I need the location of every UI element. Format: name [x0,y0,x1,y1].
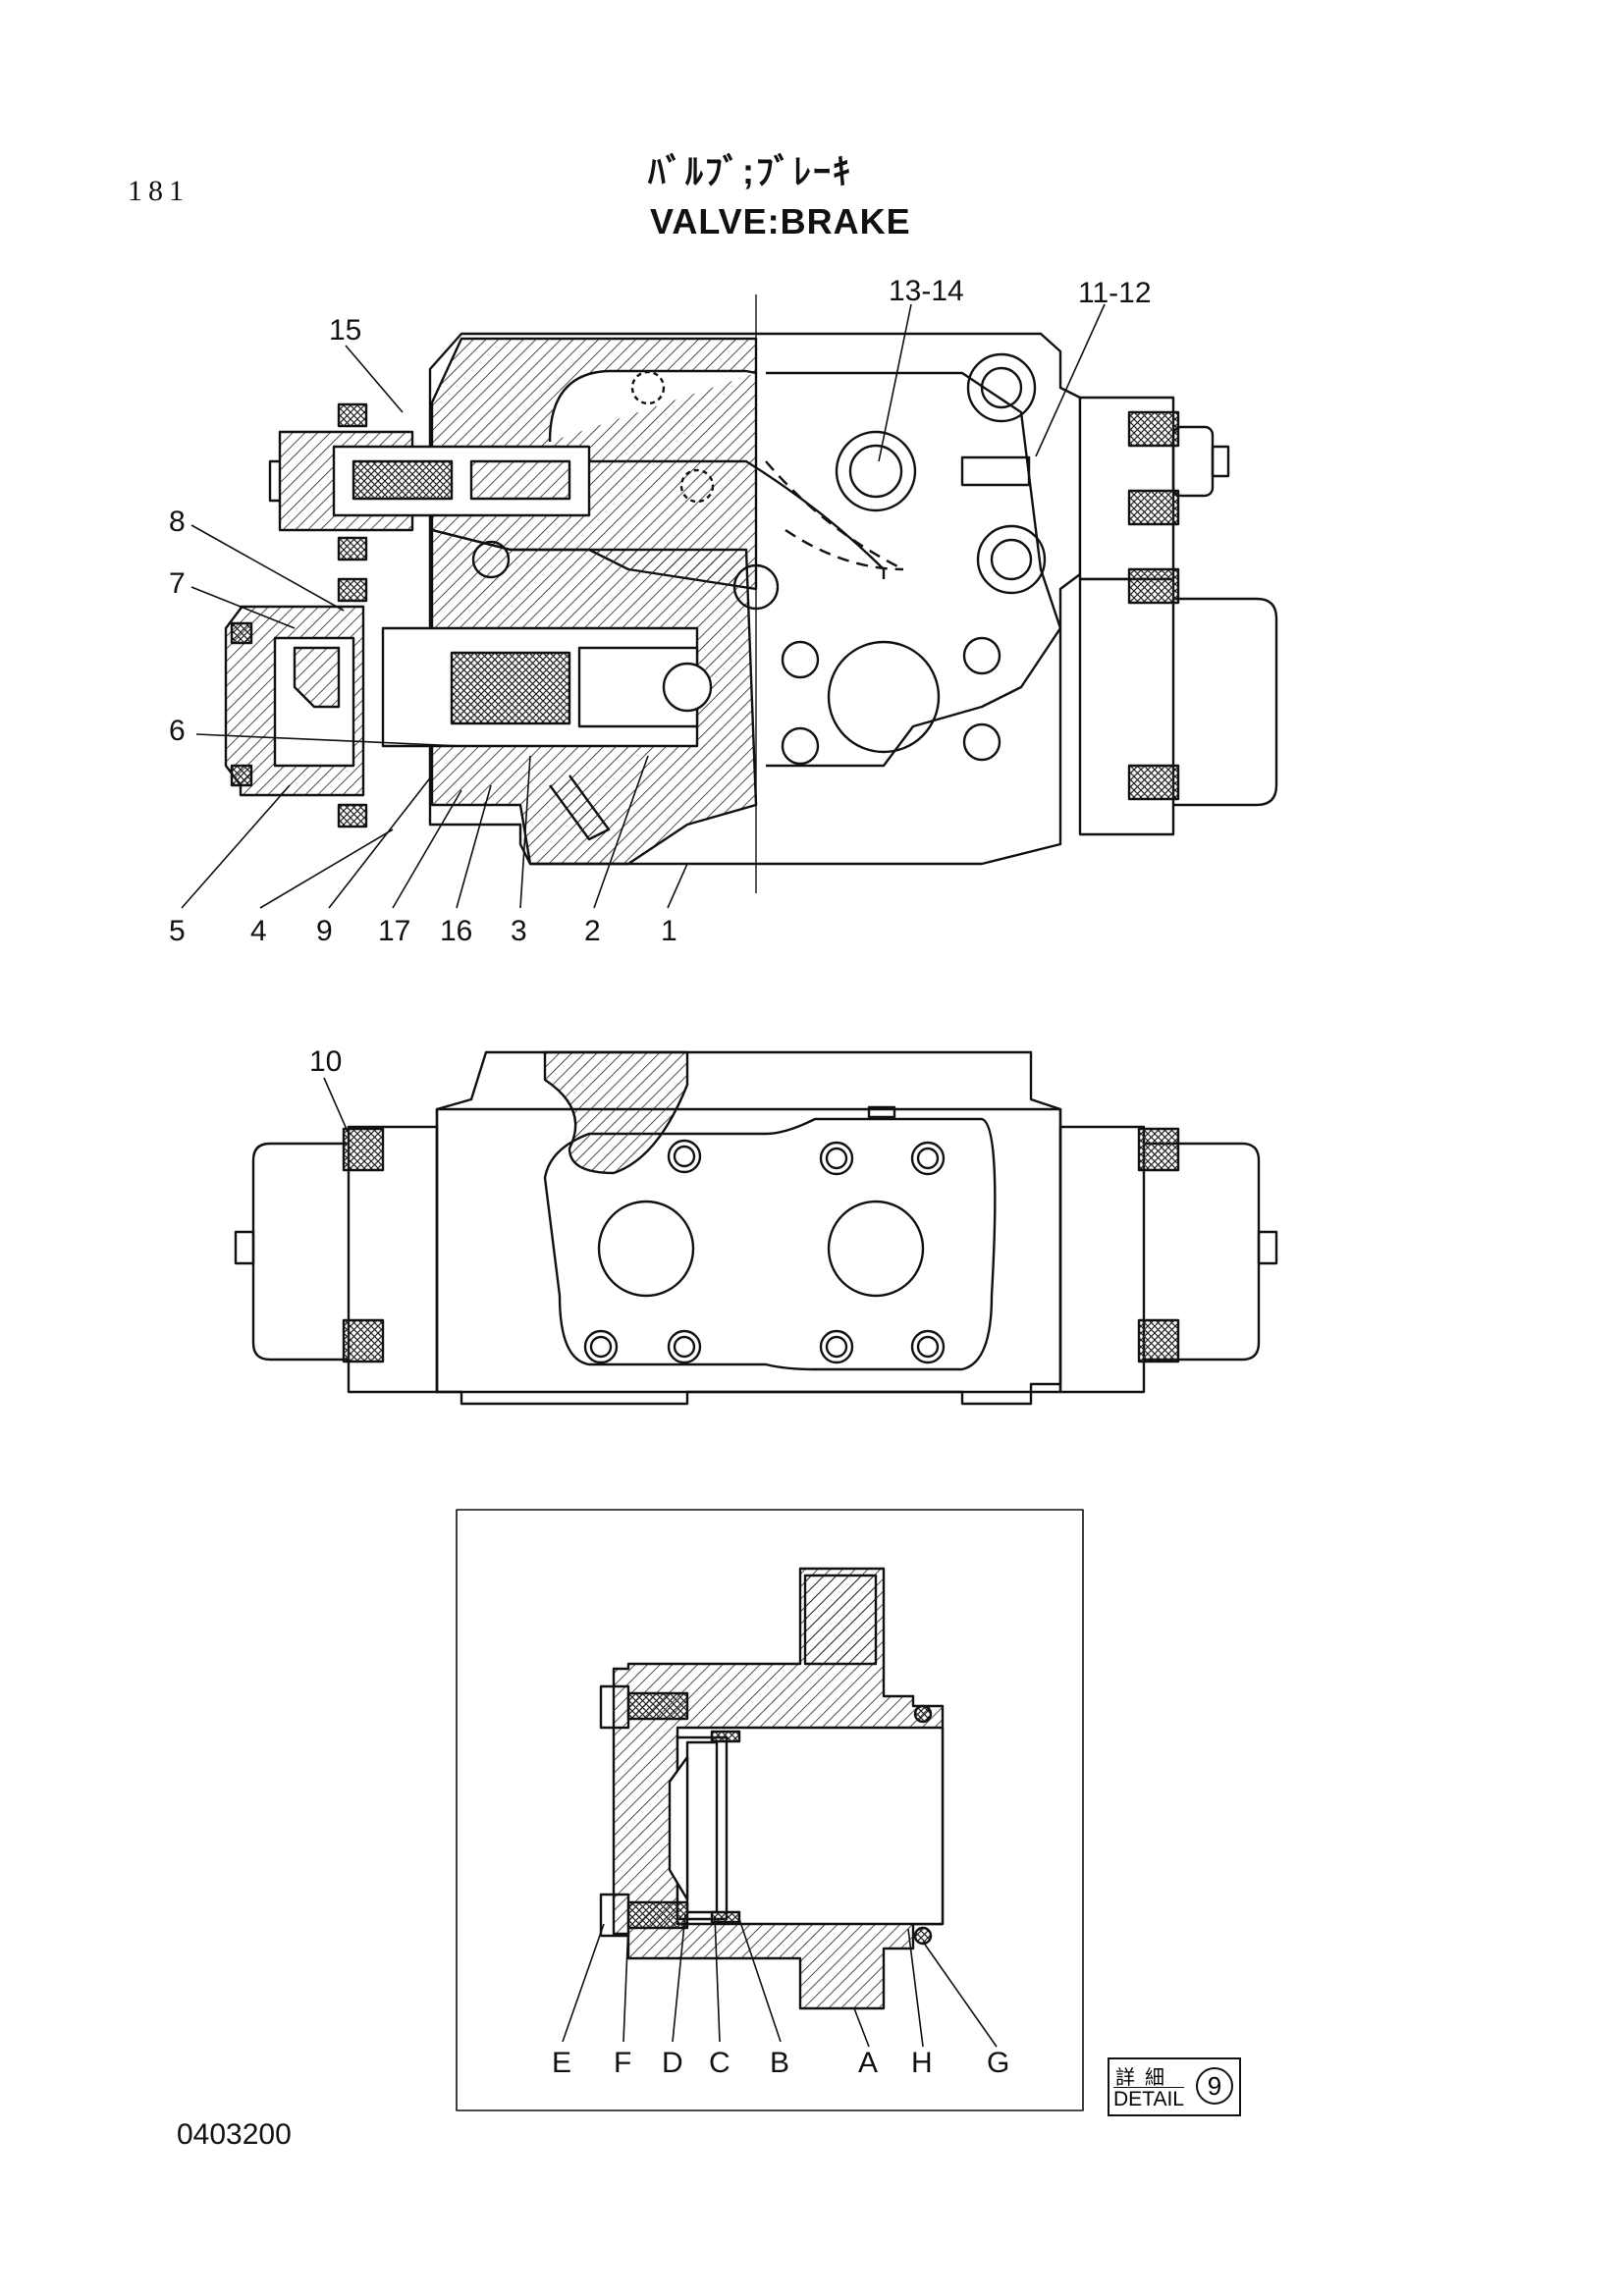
page-number: 181 [128,175,189,207]
callout-4: 4 [250,915,267,947]
callout-8: 8 [169,506,186,538]
callout-C: C [709,2047,730,2079]
detail-tag-jp: 詳細 [1115,2067,1174,2089]
leaders-top [181,303,1106,909]
drawing-code: 0403200 [177,2118,292,2151]
title-english: VALVE:BRAKE [650,201,911,241]
callout-9: 9 [316,915,333,947]
callout-16: 16 [440,915,473,947]
detail-9-view [456,1509,1084,2111]
title-japanese: ﾊﾞﾙﾌﾞ;ﾌﾞﾚｰｷ [648,151,852,191]
callout-7: 7 [169,567,186,600]
callout-17: 17 [378,915,411,947]
callout-D: D [662,2047,683,2079]
callout-G: G [987,2047,1010,2079]
leader-10 [323,1077,350,1135]
detail-tag: 詳細 DETAIL 9 [1108,2057,1241,2116]
detail-tag-number: 9 [1196,2067,1233,2105]
detail-tag-en: DETAIL [1113,2087,1184,2110]
callout-13-14: 13-14 [889,275,964,307]
section-view [224,294,1278,893]
callout-11-12: 11-12 [1078,277,1152,309]
callout-3: 3 [511,915,527,947]
callout-F: F [614,2047,632,2079]
callout-A: A [858,2047,879,2079]
exterior-view [234,1050,1278,1406]
callout-H: H [911,2047,933,2079]
callout-6: 6 [169,715,186,747]
callout-15: 15 [329,314,362,347]
callout-10: 10 [309,1045,343,1078]
callout-5: 5 [169,915,186,947]
callout-E: E [552,2047,572,2079]
callout-2: 2 [584,915,601,947]
leaders-detail [562,1913,998,2048]
callout-B: B [770,2047,790,2079]
callout-1: 1 [661,915,677,947]
